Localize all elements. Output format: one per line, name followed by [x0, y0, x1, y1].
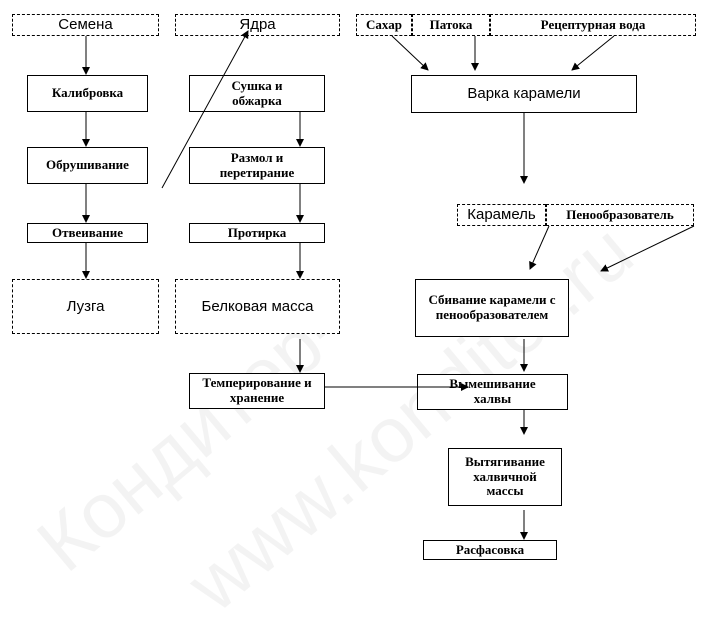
node-karamel: Карамель — [457, 204, 546, 226]
node-yadra: Ядра — [175, 14, 340, 36]
flow-diagram: Кондитер- www.konditer.ru Семена Калибро… — [12, 14, 696, 628]
node-patoka: Патока — [412, 14, 490, 36]
node-vymeshivanie: Вымешивание халвы — [417, 374, 568, 410]
node-luzga: Лузга — [12, 279, 159, 334]
node-kalibrovka: Калибровка — [27, 75, 148, 112]
node-belkovaya-massa: Белковая масса — [175, 279, 340, 334]
node-obrushivanie: Обрушивание — [27, 147, 148, 184]
arrow-voda-varka — [571, 35, 615, 71]
node-penoobrazovatel: Пенообразователь — [546, 204, 694, 226]
arrow-sakhar-varka — [391, 35, 429, 71]
node-vytiagivanie: Вытягивание халвичной массы — [448, 448, 562, 506]
node-sushka: Сушка и обжарка — [189, 75, 325, 112]
connector-arrows — [82, 30, 695, 540]
node-varka: Варка карамели — [411, 75, 637, 113]
node-rasfasovka: Расфасовка — [423, 540, 557, 560]
node-otveivanie: Отвеивание — [27, 223, 148, 243]
node-semena: Семена — [12, 14, 159, 36]
node-sbivanie: Сбивание карамели с пенообразователем — [415, 279, 569, 337]
arrow-karamel-sbivanie — [529, 225, 550, 270]
node-razmol: Размол и перетирание — [189, 147, 325, 184]
node-voda: Рецептурная вода — [490, 14, 696, 36]
arrow-penoobrazovatel-sbivanie — [600, 225, 695, 272]
arrow-otveivanie-yadra — [161, 30, 249, 189]
node-sakhar: Сахар — [356, 14, 412, 36]
node-protirka: Протирка — [189, 223, 325, 243]
node-temperirovanie: Темперирование и хранение — [189, 373, 325, 409]
